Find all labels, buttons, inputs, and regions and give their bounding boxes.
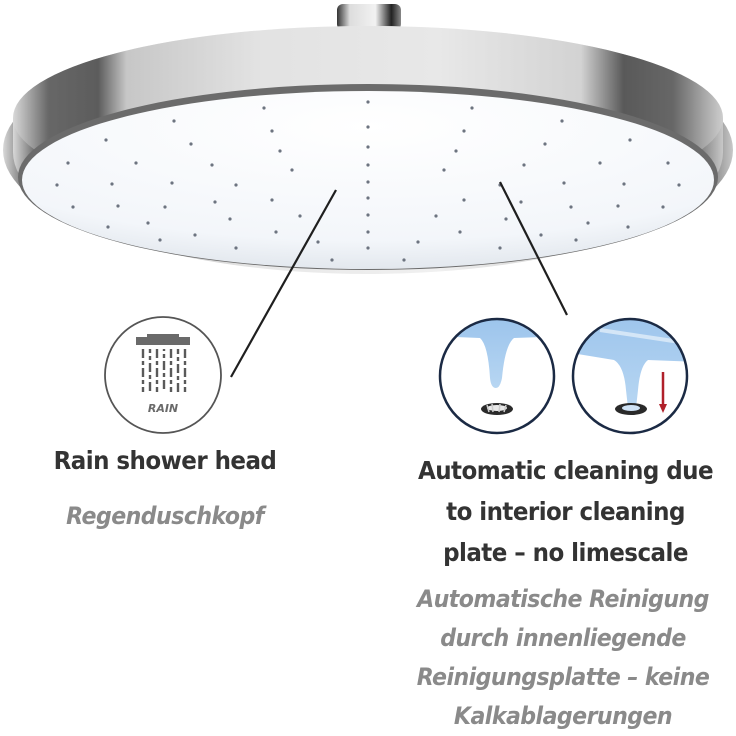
feature-cleaning-title-line: plate – no limescale <box>443 538 688 567</box>
leader-line-rain <box>230 189 337 378</box>
leader-line-cleaning <box>499 181 568 316</box>
feature-cleaning-title-line: to interior cleaning <box>446 497 685 526</box>
feature-cleaning-subtitle-de: Automatische Reinigung durch innenliegen… <box>404 580 722 736</box>
feature-cleaning-subtitle-line: Automatische Reinigung <box>417 585 709 613</box>
cleaning-illustration-after <box>571 317 689 435</box>
feature-rain-subtitle-de: Regenduschkopf <box>66 502 264 530</box>
feature-rain-title: Rain shower head <box>53 446 277 475</box>
feature-cleaning-subtitle-line: Kalkablagerungen <box>453 702 673 730</box>
rain-icon-label: RAIN <box>148 402 178 415</box>
rain-shower-icon: RAIN <box>104 316 222 434</box>
feature-cleaning-title-line: Automatic cleaning due <box>417 456 714 485</box>
shower-connector <box>337 4 401 30</box>
cleaning-illustration-before <box>438 317 556 435</box>
nozzle-dots <box>55 100 681 262</box>
feature-cleaning-subtitle-line: durch innenliegende <box>440 624 686 652</box>
shower-head <box>3 26 733 274</box>
feature-cleaning-title: Automatic cleaning due to interior clean… <box>409 450 723 573</box>
feature-cleaning-subtitle-line: Reinigungsplatte – keine <box>416 663 710 691</box>
